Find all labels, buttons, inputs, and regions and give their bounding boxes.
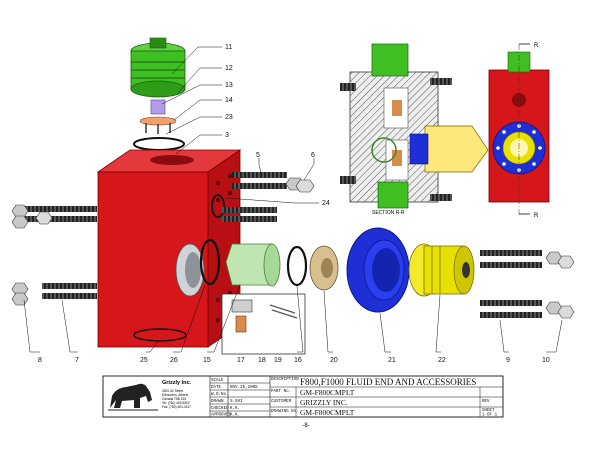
company-address-line: Edmonton, Alberta bbox=[162, 393, 188, 397]
field-label: CHECKED bbox=[211, 407, 229, 411]
callout-11: 11 bbox=[225, 44, 232, 51]
company-name: Grizzly Inc. bbox=[162, 380, 192, 386]
company-address-line: 3520-42 Street bbox=[162, 389, 183, 393]
callout-13: 13 bbox=[225, 82, 233, 89]
company-address-line: Tel: (780) 463-5502 bbox=[162, 401, 190, 405]
rev-label: REV bbox=[482, 400, 490, 404]
drawing-no-value: GM-F800CMPLT bbox=[300, 408, 355, 417]
callout-7: 7 bbox=[75, 357, 79, 364]
callout-12: 12 bbox=[225, 65, 233, 72]
drawing-no-label: DRAWING No. bbox=[271, 410, 299, 414]
callout-numbers: 11 12 13 14 23 3 5 6 24 8 7 25 26 15 17 … bbox=[38, 44, 550, 364]
field-label: APPROVED bbox=[211, 414, 232, 418]
suction-cover-sleeve bbox=[225, 243, 281, 287]
callout-3: 3 bbox=[225, 132, 229, 139]
callout-18: 18 bbox=[258, 357, 266, 364]
suction-cover-nut bbox=[346, 227, 410, 313]
suction-cover-cap bbox=[408, 243, 475, 297]
callout-15: 15 bbox=[203, 357, 211, 364]
valve-seat-part bbox=[139, 116, 177, 134]
callout-20: 20 bbox=[330, 357, 338, 364]
o-ring-part bbox=[286, 245, 308, 287]
section-view: SECTION R-R bbox=[340, 43, 489, 216]
callout-8: 8 bbox=[38, 357, 42, 364]
field-value: K.K. bbox=[230, 407, 240, 411]
callout-25: 25 bbox=[140, 357, 148, 364]
company-address-line: Fax: (780) 463-0317 bbox=[162, 405, 191, 409]
leader-lines bbox=[23, 46, 563, 353]
callout-16: 16 bbox=[294, 357, 302, 364]
callout-23: 23 bbox=[225, 114, 233, 121]
drawing-description: F800,F1000 FLUID END AND ACCESSORIES bbox=[300, 377, 476, 387]
description-label: DESCRIPTION bbox=[271, 378, 299, 382]
section-label: SECTION R-R bbox=[372, 210, 405, 216]
page-number: -8- bbox=[302, 423, 309, 429]
stud-set-right bbox=[480, 250, 575, 319]
sheet-label: SHEET bbox=[482, 409, 495, 413]
title-block: Grizzly Inc. 3520-42 Street Edmonton, Al… bbox=[102, 375, 504, 418]
field-label: W.O.No. bbox=[211, 393, 229, 397]
callout-22: 22 bbox=[438, 357, 446, 364]
callout-21: 21 bbox=[388, 357, 396, 364]
callout-17: 17 bbox=[237, 357, 245, 364]
callout-19: 19 bbox=[274, 357, 282, 364]
front-view: R R bbox=[488, 43, 550, 219]
valve-cover-part bbox=[130, 37, 186, 98]
callout-14: 14 bbox=[225, 97, 233, 104]
callout-10: 10 bbox=[542, 357, 550, 364]
o-ring-part bbox=[133, 328, 187, 342]
field-label: DRAWN bbox=[211, 400, 224, 404]
field-value: NOV.25,2005 bbox=[230, 386, 258, 390]
fluid-end-block bbox=[96, 149, 242, 348]
callout-24: 24 bbox=[322, 200, 330, 207]
field-value: S.SHI bbox=[230, 400, 243, 404]
section-mark-bottom: R bbox=[534, 213, 539, 219]
part-no-label: PART No. bbox=[271, 390, 291, 394]
field-value: K.K. bbox=[230, 414, 240, 418]
o-ring-part bbox=[211, 194, 225, 218]
field-label: DATE bbox=[211, 386, 222, 390]
retainer-ring-part bbox=[309, 245, 339, 291]
grizzly-bear-logo bbox=[108, 383, 158, 411]
company-address-line: Canada T6B 2Z6 bbox=[162, 397, 186, 401]
field-label: SCALE bbox=[211, 379, 224, 383]
o-ring-part bbox=[133, 137, 185, 151]
stud-set-left bbox=[11, 204, 97, 306]
section-mark-top: R bbox=[534, 43, 539, 49]
o-ring-part bbox=[199, 238, 221, 286]
callout-9: 9 bbox=[506, 357, 510, 364]
spring-part bbox=[150, 99, 166, 115]
stud-set-upper bbox=[222, 172, 315, 222]
customer-label: CUSTOMER bbox=[271, 400, 292, 404]
valve-kit-inset bbox=[221, 293, 306, 355]
callout-5: 5 bbox=[256, 152, 260, 159]
part-no-value: GM-F800CMPLT bbox=[300, 388, 355, 397]
callout-26: 26 bbox=[170, 357, 178, 364]
callout-6: 6 bbox=[311, 152, 315, 159]
customer-value: GRIZZLY INC. bbox=[300, 398, 348, 407]
sheet-value: 1 OF 1 bbox=[482, 414, 498, 418]
